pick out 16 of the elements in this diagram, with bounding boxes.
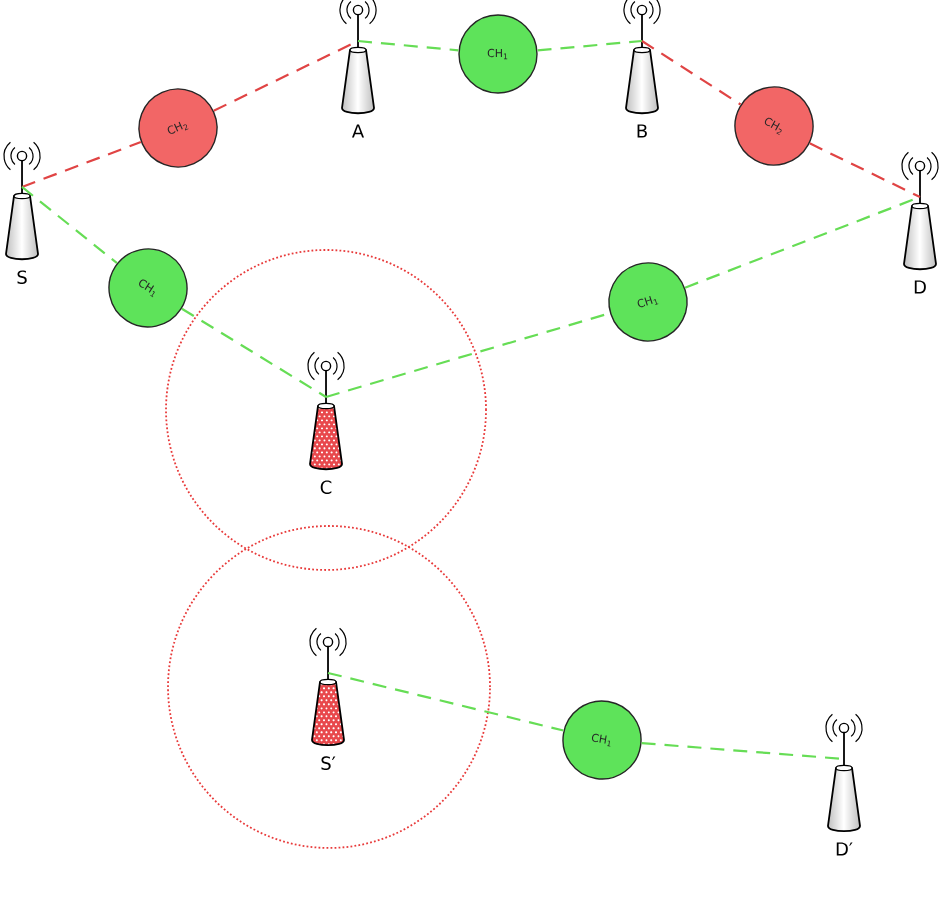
link-line — [357, 39, 459, 52]
tower-label: D′ — [836, 842, 853, 856]
link-line — [327, 671, 564, 732]
link-line — [641, 742, 845, 761]
link-line — [21, 141, 142, 188]
link-line — [537, 39, 643, 52]
tower-label: S′ — [321, 756, 336, 770]
link-line — [641, 40, 742, 106]
tower-label: A — [352, 124, 364, 138]
tower-label: D — [914, 280, 926, 294]
tower-label: C — [320, 480, 332, 494]
tower-label: B — [637, 124, 647, 138]
link-line — [809, 142, 921, 198]
link-line — [181, 307, 327, 398]
tower-label: S — [17, 270, 27, 284]
link-line — [21, 186, 118, 264]
